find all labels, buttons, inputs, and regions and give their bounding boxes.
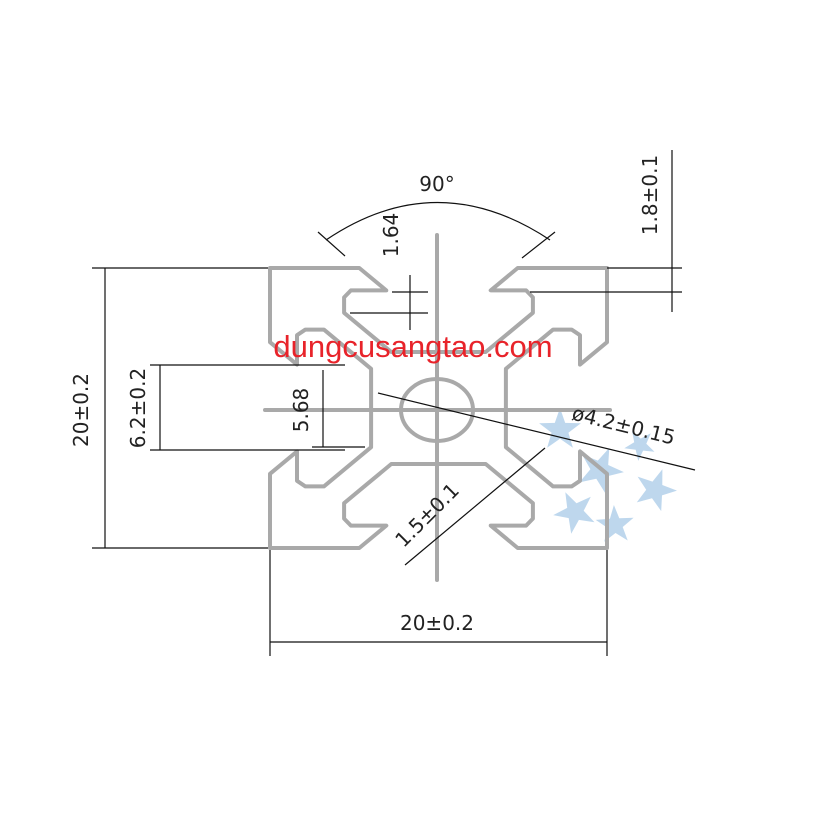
- aluminium-profile-outline: [268, 266, 609, 550]
- angle-ext-right: [521, 231, 556, 259]
- angle-arc: [325, 201, 551, 241]
- star-icon: [595, 505, 634, 542]
- star-icon: [624, 431, 655, 461]
- lip-label: 1.8±0.1: [638, 155, 662, 235]
- slot-width-label: 6.2±0.2: [126, 368, 150, 448]
- wall-dim-line: [404, 447, 546, 566]
- star-icon: [636, 469, 677, 512]
- center-bore: [399, 377, 475, 443]
- bore-label: ø4.2±0.15: [570, 401, 678, 450]
- height-label: 20±0.2: [69, 373, 93, 447]
- star-icon: [553, 492, 595, 534]
- core-label: 5.68: [289, 388, 313, 433]
- star-icon: [539, 408, 581, 448]
- width-label: 20±0.2: [400, 611, 474, 635]
- angle-label: 90°: [419, 172, 454, 196]
- wall-label: 1.5±0.1: [390, 478, 464, 552]
- angle-ext-left: [317, 231, 346, 257]
- slot-depth-label: 1.64: [379, 213, 403, 258]
- watermark-text: dungcusangtao.com: [273, 329, 552, 364]
- bore-dim-line: [377, 392, 696, 471]
